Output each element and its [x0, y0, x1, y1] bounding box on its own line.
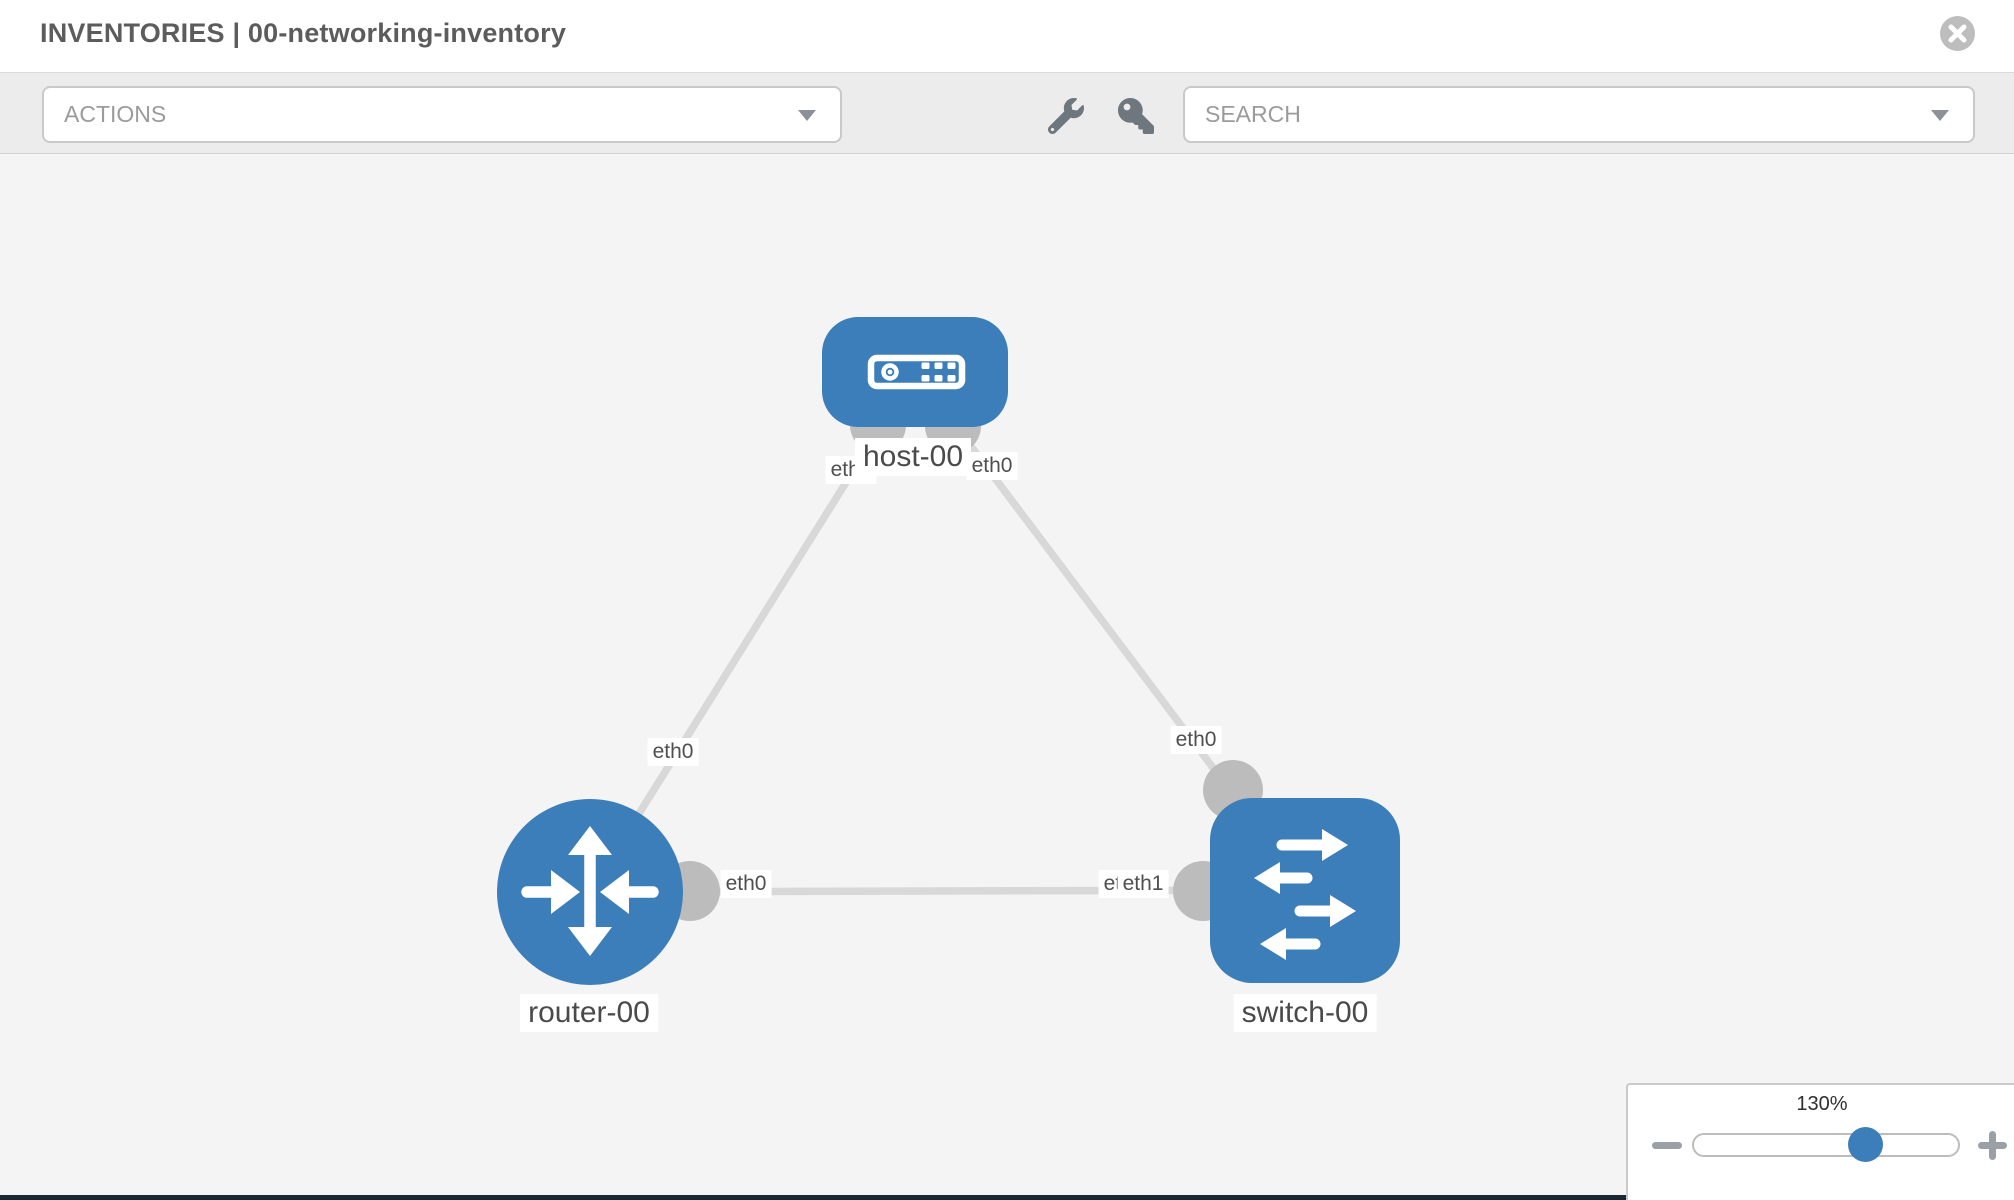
node-router-00[interactable] [497, 799, 683, 985]
interface-label: eth0 [966, 452, 1018, 480]
topology-graph [497, 317, 1400, 985]
bottom-edge-bar [0, 1195, 1626, 1200]
page-title: INVENTORIES | 00-networking-inventory [40, 18, 567, 48]
switch-icon [1254, 829, 1356, 960]
host-icon [867, 354, 966, 390]
router-icon [521, 826, 659, 956]
node-switch-00[interactable] [1210, 798, 1400, 983]
zoom-slider-knob[interactable] [1848, 1127, 1883, 1162]
zoom-slider[interactable] [1692, 1127, 1960, 1162]
interface-label: eth0 [647, 738, 699, 766]
zoom-panel: 130% [1626, 1083, 2014, 1200]
node-label-host: host-00 [854, 438, 972, 476]
search-dropdown[interactable]: SEARCH [1183, 86, 1975, 143]
search-placeholder: SEARCH [1205, 101, 1301, 127]
wrench-icon [1047, 98, 1084, 138]
actions-dropdown[interactable]: ACTIONS [42, 86, 842, 143]
zoom-level: 130% [1796, 1093, 1848, 1115]
manage-groups-button[interactable] [1047, 98, 1084, 135]
key-icon [1118, 98, 1154, 138]
interface-label: eth0 [1170, 726, 1222, 754]
titlebar: INVENTORIES | 00-networking-inventory [0, 0, 2014, 72]
topology-canvas[interactable]: eth0 eth0 eth0 eth0 eth0 eth0 eth1 host-… [0, 154, 2014, 1200]
chevron-down-icon [1931, 109, 1949, 121]
zoom-out-button[interactable] [1652, 1142, 1682, 1149]
chevron-down-icon [798, 109, 816, 121]
toolbar: ACTIONS SEARCH [0, 72, 2014, 154]
node-label-router: router-00 [520, 994, 658, 1032]
credentials-button[interactable] [1118, 98, 1154, 134]
interface-label: eth1 [1117, 870, 1169, 898]
node-host-00[interactable] [822, 317, 1008, 427]
node-label-switch: switch-00 [1233, 994, 1377, 1032]
zoom-in-button[interactable] [1978, 1131, 2007, 1160]
interface-label: eth0 [720, 870, 772, 898]
actions-dropdown-label: ACTIONS [64, 101, 167, 127]
close-button[interactable] [1940, 16, 1975, 51]
